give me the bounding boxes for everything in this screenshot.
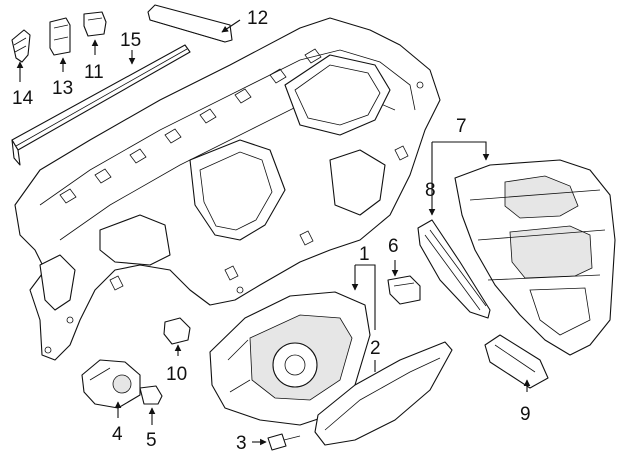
callout-labels: 12 15 14 13 11 7 8 1 6 2 9 10 4 5 3 bbox=[12, 8, 531, 454]
callout-10: 10 bbox=[166, 364, 187, 385]
part-14-bracket bbox=[11, 29, 31, 63]
part-1-instrument-cluster bbox=[209, 291, 371, 426]
leader-lines bbox=[16, 19, 531, 446]
callout-4: 4 bbox=[112, 424, 123, 445]
callout-5: 5 bbox=[146, 430, 157, 451]
part-13-switch bbox=[49, 17, 71, 56]
part-10-clip bbox=[163, 317, 191, 345]
part-2-lens bbox=[314, 341, 453, 446]
callout-2: 2 bbox=[370, 338, 381, 359]
instrument-panel-frame bbox=[14, 17, 441, 361]
callout-14: 14 bbox=[12, 88, 34, 109]
part-9-bracket bbox=[484, 334, 549, 389]
callout-8: 8 bbox=[425, 180, 436, 201]
callout-11: 11 bbox=[84, 62, 104, 83]
part-6-switch bbox=[387, 275, 421, 305]
part-4-headlamp-switch bbox=[81, 359, 141, 409]
part-7-center-bezel bbox=[454, 159, 616, 356]
part-5-button bbox=[139, 385, 163, 405]
callout-6: 6 bbox=[388, 236, 399, 257]
callout-7: 7 bbox=[456, 116, 467, 137]
part-8-side-trim bbox=[417, 219, 491, 319]
callout-3: 3 bbox=[236, 433, 247, 454]
callout-13: 13 bbox=[52, 78, 73, 99]
part-3-screw bbox=[267, 433, 301, 451]
part-11-connector bbox=[83, 11, 107, 37]
part-15-trim-strip bbox=[11, 44, 191, 166]
callout-15: 15 bbox=[120, 30, 141, 51]
callout-12: 12 bbox=[247, 8, 268, 29]
callout-9: 9 bbox=[520, 404, 531, 425]
part-12-bracket bbox=[147, 4, 233, 43]
callout-1: 1 bbox=[359, 244, 370, 265]
